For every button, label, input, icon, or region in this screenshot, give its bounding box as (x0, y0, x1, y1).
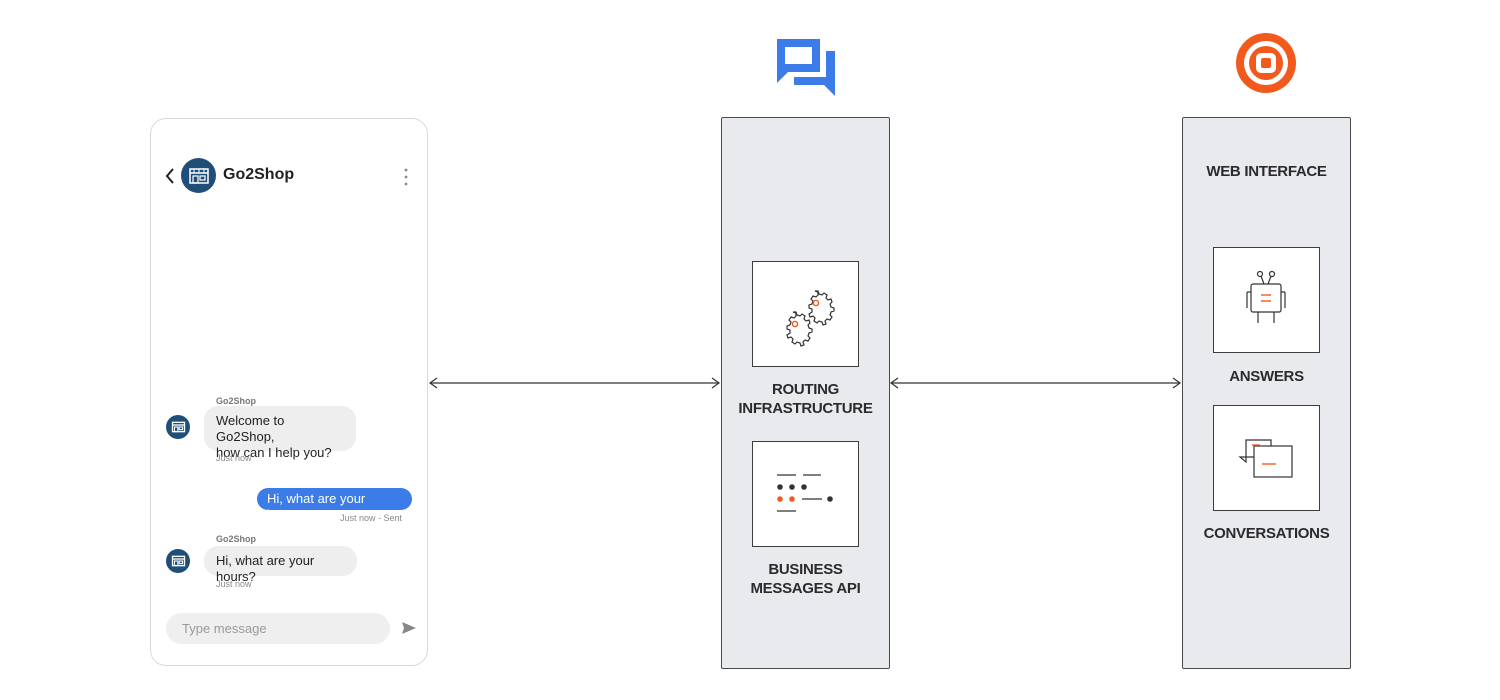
routing-panel (721, 117, 890, 669)
chat-bubbles-icon (777, 39, 835, 96)
api-label-line1: BUSINESS (768, 561, 843, 578)
send-icon[interactable] (400, 619, 418, 637)
gears-icon (786, 290, 835, 347)
message-timestamp: Just now (216, 453, 252, 463)
message-bubble-incoming: Hi, what are your hours? (204, 546, 357, 584)
routing-label-line2: INFRASTRUCTURE (738, 400, 873, 417)
conversations-label: CONVERSATIONS (1203, 525, 1330, 542)
answers-tile (1213, 247, 1320, 353)
message-input[interactable]: Type message (166, 613, 390, 644)
api-label-line2: MESSAGES API (750, 580, 861, 597)
api-tile (752, 441, 859, 547)
phone-frame (150, 118, 428, 666)
message-timestamp: Just now (216, 579, 252, 589)
robot-icon (1246, 270, 1286, 323)
answers-label: ANSWERS (1229, 368, 1304, 385)
avatar (166, 549, 190, 573)
input-placeholder: Type message (182, 621, 267, 636)
routing-label-line1: ROUTING (771, 381, 840, 398)
business-name: Go2Shop (223, 166, 295, 183)
avatar (181, 158, 216, 193)
storefront-icon (188, 167, 209, 184)
api-label: BUSINESS MESSAGES API (722, 560, 889, 598)
message-text: how can I help you? (216, 445, 332, 460)
dots-lines-icon (777, 474, 833, 512)
storefront-icon (171, 555, 185, 567)
message-timestamp: Just now - Sent (340, 513, 403, 523)
avatar (166, 415, 190, 439)
message-bubble-incoming: Welcome to Go2Shop, how can I help you? (204, 406, 356, 460)
conversations-tile (1213, 405, 1320, 511)
chevron-left-icon[interactable] (163, 165, 177, 187)
storefront-icon (171, 421, 185, 433)
more-vert-icon[interactable] (400, 166, 412, 188)
web-interface-panel (1182, 117, 1351, 669)
message-text: Welcome to Go2Shop, (216, 413, 285, 444)
message-sender: Go2Shop (216, 396, 256, 406)
web-interface-title: WEB INTERFACE (1206, 163, 1327, 180)
message-sender: Go2Shop (216, 534, 256, 544)
concentric-square-logo-icon (1236, 33, 1296, 93)
routing-label: ROUTING INFRASTRUCTURE (722, 380, 889, 418)
message-bubble-outgoing: Hi, what are your hours? (257, 488, 412, 522)
conversation-bubbles-icon (1238, 439, 1293, 478)
gears-tile (752, 261, 859, 367)
